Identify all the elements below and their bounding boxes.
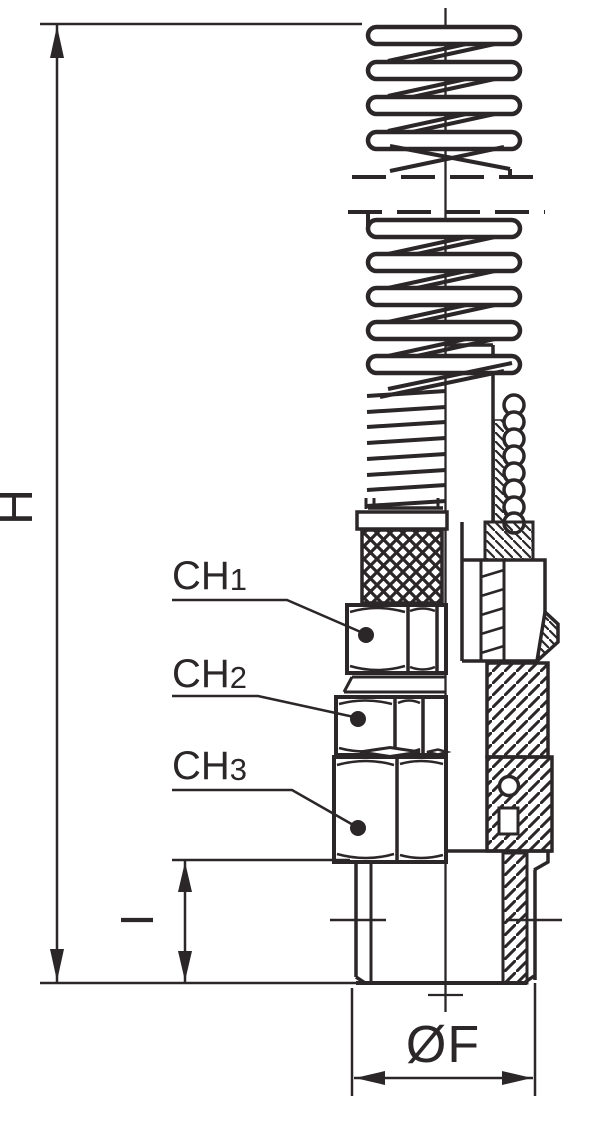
leader-dot-ch3 — [350, 820, 366, 836]
label-ch1: CH1 — [172, 554, 247, 598]
seal-groove-section — [497, 806, 520, 836]
dimension-H: H — [0, 22, 362, 985]
spring-hose-guard — [348, 24, 548, 508]
dimension-OF: ØF — [350, 983, 537, 1096]
callout-ch3: CH3 — [172, 744, 366, 836]
hex-ch1 — [345, 603, 448, 675]
washer-band — [342, 675, 446, 694]
leader-line-ch1 — [172, 598, 364, 635]
label-ch3: CH3 — [172, 744, 247, 788]
dimension-I: I — [111, 858, 350, 983]
arrowhead-right — [502, 1071, 532, 1085]
body-section-hatch — [485, 661, 550, 759]
collar-section-hatch — [485, 755, 554, 853]
internal-thread-section — [479, 560, 506, 661]
leader-line-ch3 — [172, 788, 356, 828]
arrowhead-up — [50, 26, 64, 58]
label-I: I — [111, 914, 163, 927]
nut-flange — [355, 510, 449, 531]
spring-middle-coils — [365, 213, 523, 399]
arrowhead-up — [178, 862, 192, 892]
leader-dot-ch2 — [350, 711, 366, 727]
spring-tight-coils — [366, 389, 447, 508]
hex-corner-diamond-small — [426, 748, 452, 756]
leader-line-ch2 — [172, 694, 355, 719]
spring-upper-coils — [365, 24, 523, 177]
male-thread-external — [330, 862, 527, 985]
sleeve-flange-hatch — [483, 520, 535, 562]
seal-ball-section — [497, 774, 521, 798]
section-hex-chamfer — [534, 608, 560, 666]
label-ch2: CH2 — [172, 652, 247, 696]
leader-dot-ch1 — [358, 627, 374, 643]
label-H: H — [0, 489, 43, 525]
hex-ch3 — [332, 755, 448, 864]
callout-ch1: CH1 — [172, 554, 374, 643]
section-view-right — [446, 343, 562, 985]
external-view-left — [330, 498, 527, 985]
label-OF: ØF — [406, 1016, 480, 1074]
spring-wire-section-circles — [502, 393, 526, 535]
male-thread-section-hatch — [501, 851, 529, 985]
arrowhead-down — [178, 951, 192, 981]
arrowhead-down — [50, 949, 64, 981]
arrowhead-left — [355, 1071, 385, 1085]
knurled-nut — [360, 528, 444, 605]
callout-ch2: CH2 — [172, 652, 366, 727]
spring-break-lines — [348, 175, 548, 214]
